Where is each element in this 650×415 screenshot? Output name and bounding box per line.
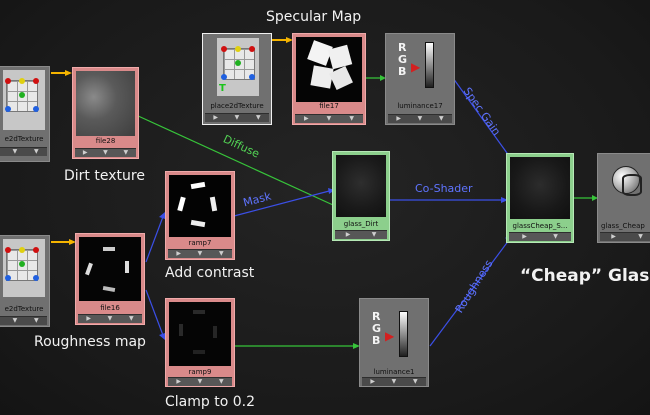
node-controls[interactable]: ▶ ▼ ▼: [295, 114, 363, 123]
control-left-icon[interactable]: ▶: [370, 378, 375, 386]
shading-group-cylinder-icon: [622, 174, 642, 196]
node-controls[interactable]: ▶ ▼ ▼: [0, 316, 47, 325]
control-down-icon[interactable]: ▼: [349, 115, 354, 123]
roughness-map-thumbnail: [79, 237, 141, 301]
node-glass-dirt[interactable]: glass_Dirt ▶ ▼: [332, 151, 390, 241]
node-luminance17[interactable]: RGB ▶ luminance17 ▶ ▼ ▼: [385, 33, 455, 125]
node-controls[interactable]: ▶ ▼: [509, 232, 571, 241]
node-controls[interactable]: ▶ ▼ ▼: [75, 148, 136, 157]
caption-roughness-map: Roughness map: [34, 334, 146, 350]
control-left-icon[interactable]: ▶: [83, 149, 88, 157]
node-label: ramp7: [166, 239, 234, 248]
control-down-icon[interactable]: ▼: [108, 315, 113, 323]
ramp7-thumbnail: [169, 175, 231, 237]
caption-add-contrast: Add contrast: [165, 265, 254, 281]
control-down-icon[interactable]: ▼: [219, 378, 224, 386]
control-down-icon[interactable]: ▼: [553, 233, 558, 241]
node-label: file28: [73, 137, 138, 146]
node-place2dtexture-left-2[interactable]: e2dTexture ▶ ▼ ▼: [0, 235, 50, 327]
rgb-luminance-icon: RGB ▶: [372, 309, 400, 359]
control-down-icon[interactable]: ▼: [34, 148, 39, 156]
place2d-icon: T: [217, 38, 259, 96]
node-ramp9[interactable]: ramp9 ▶ ▼ ▼: [165, 298, 235, 387]
control-down-icon[interactable]: ▼: [198, 250, 203, 258]
node-controls[interactable]: ▶ ▼ ▼: [0, 147, 47, 156]
control-left-icon[interactable]: ▶: [611, 233, 616, 241]
node-file28[interactable]: file28 ▶ ▼ ▼: [72, 67, 139, 159]
node-label: glassCheap_S...: [507, 222, 573, 231]
control-down-icon[interactable]: ▼: [392, 378, 397, 386]
control-left-icon[interactable]: ▶: [176, 250, 181, 258]
caption-clamp: Clamp to 0.2: [165, 394, 255, 410]
wire-file16-to-ramp7[interactable]: [146, 214, 164, 262]
glass-dirt-swatch: [336, 155, 386, 217]
node-luminance1[interactable]: RGB ▶ luminance1 ▶ ▼ ▼: [359, 298, 429, 387]
control-down-icon[interactable]: ▼: [219, 250, 224, 258]
node-file16[interactable]: file16 ▶ ▼ ▼: [75, 233, 145, 325]
node-controls[interactable]: ▶ ▼ ▼: [362, 377, 426, 386]
control-down-icon[interactable]: ▼: [235, 114, 240, 122]
control-left-icon[interactable]: ▶: [86, 315, 91, 323]
control-down-icon[interactable]: ▼: [13, 148, 18, 156]
node-controls[interactable]: ▶ ▼ ▼: [388, 114, 452, 123]
control-down-icon[interactable]: ▼: [198, 378, 203, 386]
node-place2dtexture-top[interactable]: T place2dTexture ▶ ▼ ▼: [202, 33, 272, 125]
node-controls[interactable]: ▶ ▼ ▼: [205, 113, 269, 122]
control-down-icon[interactable]: ▼: [13, 317, 18, 325]
node-label: glass_Cheap: [601, 222, 650, 231]
dirt-texture-thumbnail: [76, 71, 135, 136]
control-left-icon[interactable]: ▶: [304, 115, 309, 123]
control-left-icon[interactable]: ▶: [396, 115, 401, 123]
control-down-icon[interactable]: ▼: [103, 149, 108, 157]
control-down-icon[interactable]: ▼: [439, 115, 444, 123]
control-left-icon[interactable]: ▶: [522, 233, 527, 241]
node-label: glass_Dirt: [333, 220, 389, 229]
node-glasscheap-s[interactable]: glassCheap_S... ▶ ▼: [506, 153, 574, 243]
control-down-icon[interactable]: ▼: [124, 149, 129, 157]
node-controls[interactable]: ▶ ▼: [600, 232, 650, 241]
node-label: file16: [76, 304, 144, 313]
control-down-icon[interactable]: ▼: [418, 115, 423, 123]
node-file17[interactable]: file17 ▶ ▼ ▼: [292, 33, 366, 125]
control-down-icon[interactable]: ▼: [638, 233, 643, 241]
node-ramp7[interactable]: ramp7 ▶ ▼ ▼: [165, 171, 235, 260]
control-left-icon[interactable]: ▶: [213, 114, 218, 122]
wire-label-co-shader: Co-Shader: [415, 182, 473, 195]
place2d-icon: [3, 239, 45, 297]
wire-arrow: [65, 70, 72, 76]
node-label: place2dTexture: [203, 102, 271, 111]
node-label: ramp9: [166, 368, 234, 377]
control-down-icon[interactable]: ▼: [413, 378, 418, 386]
specular-map-thumbnail: [296, 37, 362, 102]
caption-specular-map: Specular Map: [266, 9, 361, 25]
node-label: e2dTexture: [0, 135, 49, 144]
glasscheap-swatch: [510, 157, 570, 219]
caption-cheap-glass: “Cheap” Glass: [520, 266, 650, 286]
node-place2dtexture-left[interactable]: e2dTexture ▶ ▼ ▼: [0, 66, 50, 162]
node-label: luminance1: [360, 368, 428, 377]
control-left-icon[interactable]: ▶: [346, 231, 351, 239]
control-down-icon[interactable]: ▼: [327, 115, 332, 123]
place2d-icon: [3, 70, 45, 130]
node-label: e2dTexture: [0, 305, 49, 314]
node-controls[interactable]: ▶ ▼ ▼: [78, 314, 142, 323]
ramp9-thumbnail: [169, 302, 231, 366]
node-label: file17: [293, 102, 365, 111]
wire-file16-to-ramp9[interactable]: [146, 290, 164, 338]
control-down-icon[interactable]: ▼: [34, 317, 39, 325]
node-glass-cheap[interactable]: glass_Cheap ▶ ▼: [597, 153, 650, 243]
node-controls[interactable]: ▶ ▼: [335, 230, 387, 239]
control-down-icon[interactable]: ▼: [129, 315, 134, 323]
control-left-icon[interactable]: ▶: [176, 378, 181, 386]
control-down-icon[interactable]: ▼: [372, 231, 377, 239]
rgb-luminance-icon: RGB ▶: [398, 40, 426, 90]
node-controls[interactable]: ▶ ▼ ▼: [168, 249, 232, 258]
node-label: luminance17: [386, 102, 454, 111]
control-down-icon[interactable]: ▼: [256, 114, 261, 122]
node-controls[interactable]: ▶ ▼ ▼: [168, 377, 232, 386]
texture-t-icon: T: [219, 83, 226, 94]
caption-dirt-texture: Dirt texture: [64, 168, 145, 184]
